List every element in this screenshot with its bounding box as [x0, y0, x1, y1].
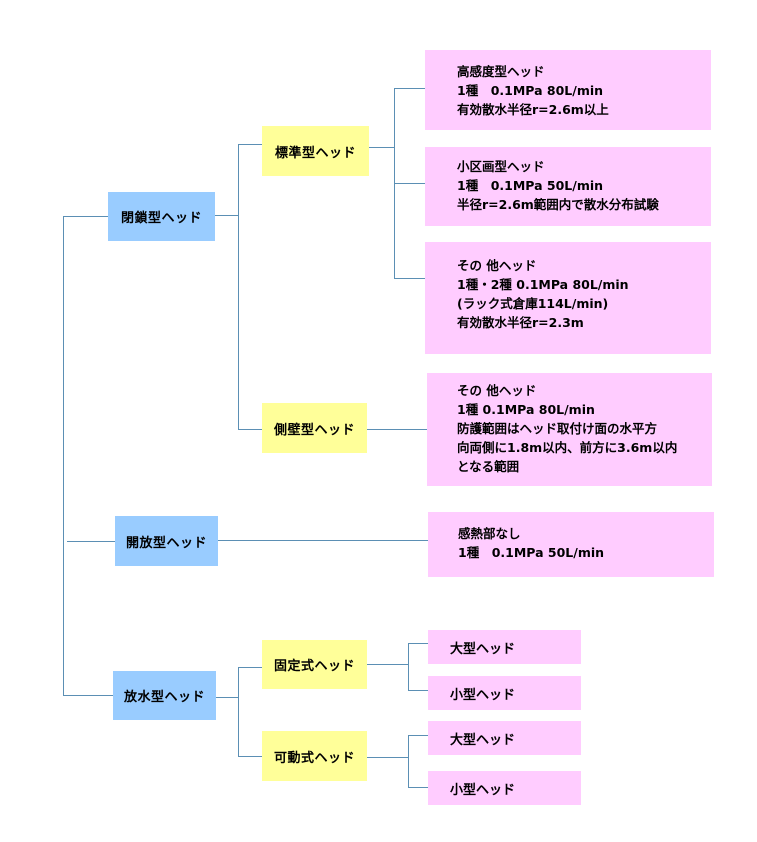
connector-closed-out	[215, 215, 238, 216]
connector-discharge-out	[216, 697, 238, 698]
node-fixed-small-head-label: 小型ヘッド	[450, 687, 516, 703]
node-fixed-large-head-label: 大型ヘッド	[450, 641, 516, 657]
detail-line: 1種・2種 0.1MPa 80L/min	[457, 277, 629, 292]
node-movable-small-head: 小型ヘッド	[428, 771, 581, 805]
detail-line: その 他ヘッド	[457, 258, 537, 273]
node-discharge-head-label: 放水型ヘッド	[123, 690, 205, 705]
detail-line: 向両側に1.8m以内、前方に3.6m以内	[457, 440, 678, 455]
connector-fixed-trunk	[408, 643, 409, 690]
detail-line: その 他ヘッド	[457, 383, 537, 398]
connector-discharge-trunk	[238, 667, 239, 756]
detail-line: 小区画型ヘッド	[457, 159, 545, 174]
connector-to-sidewall	[238, 429, 262, 430]
connector-open-out	[218, 540, 428, 541]
node-open-detail: 感熱部なし 1種 0.1MPa 50L/min	[428, 512, 714, 577]
node-standard-head-label: 標準型ヘッド	[274, 145, 356, 161]
node-movable-small-head-label: 小型ヘッド	[450, 782, 516, 798]
connector-closed-trunk	[238, 144, 239, 429]
node-sidewall-head: 側壁型ヘッド	[262, 403, 367, 453]
node-closed-head-label: 閉鎖型ヘッド	[120, 211, 202, 226]
detail-line: 1種 0.1MPa 50L/min	[457, 178, 604, 193]
connector-movable-large	[408, 735, 428, 736]
detail-line: 1種 0.1MPa 80L/min	[457, 402, 595, 417]
connector-root-trunk	[63, 216, 64, 696]
detail-line: 防護範囲はヘッド取付け面の水平方	[457, 421, 658, 436]
detail-line: (ラック式倉庫114L/min)	[457, 296, 609, 311]
connector-fixed-large	[408, 643, 428, 644]
connector-movable-out	[367, 757, 408, 758]
node-small-zone-head: 小区画型ヘッド 1種 0.1MPa 50L/min 半径r=2.6m範囲内で散水…	[425, 147, 711, 226]
node-open-head: 開放型ヘッド	[115, 516, 218, 566]
connector-movable-trunk	[408, 735, 409, 787]
node-open-head-label: 開放型ヘッド	[125, 535, 207, 551]
connector-to-small-zone	[394, 183, 425, 184]
detail-line: 高感度型ヘッド	[457, 64, 545, 79]
detail-line: 1種 0.1MPa 80L/min	[457, 83, 604, 98]
detail-line: 有効散水半径r=2.3m	[457, 315, 584, 330]
node-movable-large-head-label: 大型ヘッド	[450, 732, 516, 748]
node-standard-other-head: その 他ヘッド 1種・2種 0.1MPa 80L/min (ラック式倉庫114L…	[425, 242, 711, 354]
detail-line: 感熱部なし	[458, 526, 521, 541]
node-fixed-large-head: 大型ヘッド	[428, 630, 581, 664]
node-sidewall-other-head: その 他ヘッド 1種 0.1MPa 80L/min 防護範囲はヘッド取付け面の水…	[427, 373, 712, 486]
connector-to-standard	[238, 144, 262, 145]
detail-line: となる範囲	[457, 459, 520, 474]
connector-to-standard-other	[394, 278, 425, 279]
connector-root-closed	[63, 216, 108, 217]
connector-to-high-sensitivity	[394, 88, 425, 89]
detail-line: 1種 0.1MPa 50L/min	[458, 545, 605, 560]
node-fixed-head-label: 固定式ヘッド	[273, 659, 355, 674]
connector-fixed-out	[367, 664, 408, 665]
node-high-sensitivity-head: 高感度型ヘッド 1種 0.1MPa 80L/min 有効散水半径r=2.6m以上	[425, 50, 711, 130]
connector-root-discharge	[63, 695, 113, 696]
node-movable-head: 可動式ヘッド	[262, 731, 367, 781]
detail-line: 半径r=2.6m範囲内で散水分布試験	[457, 197, 659, 212]
node-movable-head-label: 可動式ヘッド	[273, 750, 355, 766]
connector-sidewall-out	[367, 429, 427, 430]
connector-to-fixed	[238, 667, 262, 668]
detail-line: 有効散水半径r=2.6m以上	[457, 102, 609, 117]
node-sidewall-head-label: 側壁型ヘッド	[273, 422, 355, 438]
node-movable-large-head: 大型ヘッド	[428, 721, 581, 755]
node-fixed-head: 固定式ヘッド	[262, 640, 367, 689]
node-fixed-small-head: 小型ヘッド	[428, 676, 581, 710]
connector-standard-out	[369, 147, 394, 148]
node-discharge-head: 放水型ヘッド	[113, 671, 216, 720]
node-closed-head: 閉鎖型ヘッド	[108, 192, 215, 241]
node-standard-head: 標準型ヘッド	[262, 126, 369, 176]
connector-fixed-small	[408, 690, 428, 691]
connector-movable-small	[408, 787, 428, 788]
connector-root-open	[67, 541, 115, 542]
connector-to-movable	[238, 756, 262, 757]
